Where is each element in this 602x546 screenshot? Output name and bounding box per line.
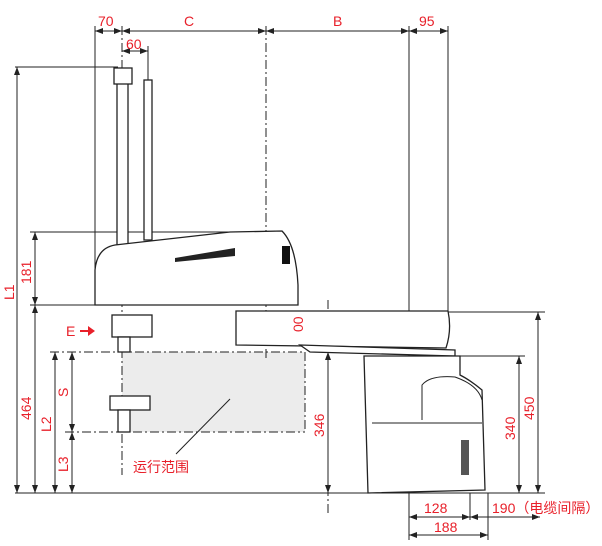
cable-rod	[143, 79, 153, 241]
work-range-area	[122, 352, 305, 432]
dim-188: 188	[434, 519, 458, 535]
dim-s: S	[55, 388, 71, 397]
robot-base	[363, 355, 486, 494]
dim-340: 340	[502, 416, 518, 440]
dim-b: B	[333, 13, 342, 29]
work-range-leader	[175, 398, 231, 455]
dim-100: 00	[290, 316, 306, 332]
end-effector	[111, 314, 153, 338]
upper-arm	[94, 230, 299, 306]
dim-128: 128	[424, 500, 448, 516]
dim-c: C	[184, 13, 194, 29]
dim-l1: L1	[1, 284, 17, 300]
dim-190-cable-clearance: 190（电缆间隔）	[492, 500, 599, 516]
work-range-label: 运行范围	[133, 459, 189, 475]
dim-450: 450	[521, 396, 537, 420]
shaft-cap	[113, 67, 133, 85]
dim-60: 60	[126, 36, 142, 52]
dim-181: 181	[18, 260, 34, 284]
dim-95: 95	[419, 13, 435, 29]
dim-e: E	[66, 323, 75, 339]
dim-70: 70	[98, 13, 114, 29]
spline-shaft	[116, 73, 129, 250]
dim-l2: L2	[38, 416, 54, 432]
lower-arm	[235, 310, 451, 349]
dim-346: 346	[311, 413, 327, 437]
dim-l3: L3	[55, 456, 71, 472]
dim-464: 464	[18, 396, 34, 420]
e-arrow-icon	[80, 326, 95, 336]
